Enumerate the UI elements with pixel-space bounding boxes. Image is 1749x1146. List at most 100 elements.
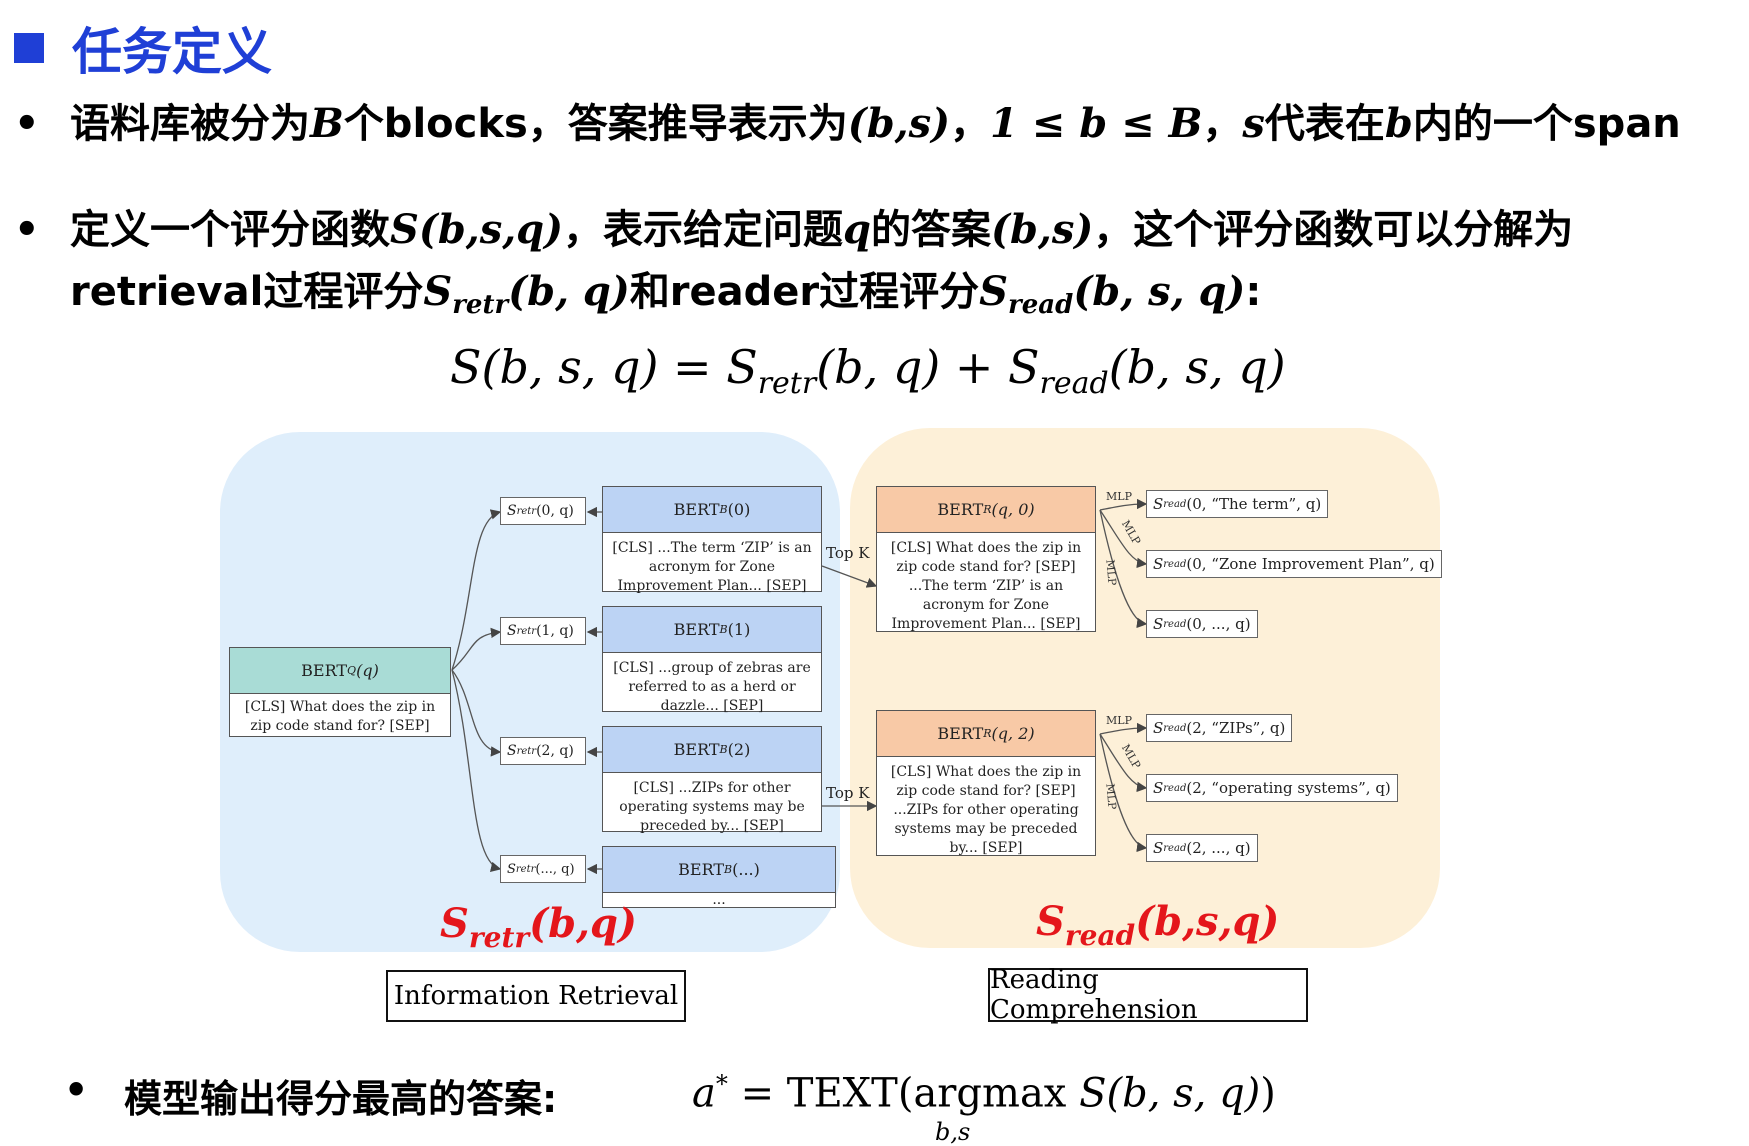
formula-superscript: * <box>715 1070 728 1098</box>
math-segment: s <box>1242 100 1265 147</box>
math-segment: S(b,s,q) <box>390 206 564 253</box>
math-subscript: read <box>1008 290 1074 320</box>
box-head-text: BERT <box>673 500 720 519</box>
red-subscript: retr <box>468 921 530 954</box>
box-head-text: BERT <box>301 661 348 680</box>
box-head-text: BERT <box>937 724 984 743</box>
connector-q-2 <box>451 669 502 757</box>
text-segment: 和reader过程评分 <box>629 269 980 315</box>
score-args: (2, “ZIPs”, q) <box>1186 719 1286 737</box>
formula-segment: ) <box>1260 1070 1276 1117</box>
math-segment: S <box>979 268 1009 315</box>
score-args: (0, q) <box>536 503 574 519</box>
red-args: (b,s,q) <box>1135 898 1280 945</box>
text-segment: : <box>1245 269 1262 315</box>
text-segment: retrieval过程评分 <box>70 269 424 315</box>
box-head-args: (...) <box>732 860 760 879</box>
score-S: S <box>507 861 516 877</box>
score-subscript: read <box>1163 618 1187 630</box>
bert-b-body-3: ... <box>712 892 726 908</box>
text-segment: 的答案 <box>871 207 992 253</box>
box-head-subscript: B <box>719 503 728 516</box>
math-segment: (b, s, q) <box>1073 268 1246 315</box>
formula-segment: S(b, s, q) <box>1079 1070 1261 1117</box>
argmax-subscript: b,s <box>935 1118 971 1146</box>
score-subscript: retr <box>516 745 537 757</box>
connector-r0-0 <box>1099 498 1148 511</box>
box-head-subscript: B <box>724 863 733 876</box>
mlp-label: MLP <box>1106 714 1132 727</box>
connector-r2-2 <box>1099 733 1148 853</box>
information-retrieval-caption: Information Retrieval <box>386 970 686 1022</box>
score-subscript: retr <box>516 625 537 637</box>
box-head-args: (1) <box>727 620 751 639</box>
formula-segment: (b, s, q) <box>1108 340 1286 394</box>
box-head-subscript: B <box>719 743 728 756</box>
math-segment: (b, q) <box>508 268 630 315</box>
slide-title: 任务定义 <box>14 8 272 88</box>
score-args: (2, ..., q) <box>1186 839 1251 857</box>
text-segment: 内的一个span <box>1412 101 1681 147</box>
formula-segment: S <box>1008 340 1040 394</box>
topk-label-2: Top K <box>826 784 870 802</box>
text-segment: 代表在 <box>1264 101 1385 147</box>
math-segment: S <box>423 268 453 315</box>
text-segment: ， <box>1202 101 1243 147</box>
final-bullet-text: 模型输出得分最高的答案: <box>124 1077 558 1121</box>
score-S: S <box>507 503 517 519</box>
box-head-args: (q) <box>356 661 379 680</box>
title-square-icon <box>14 33 44 63</box>
reading-comprehension-caption: Reading Comprehension <box>988 965 1308 1025</box>
box-head-subscript: R <box>983 503 992 516</box>
bullet-2-line-2-text: retrieval过程评分Sretr(b, q)和reader过程评分Sread… <box>70 262 1261 335</box>
text-segment: 语料库被分为 <box>70 101 310 147</box>
score-subscript: read <box>1163 558 1187 570</box>
connector-r2-1 <box>1099 733 1148 793</box>
score-args: (0, “The term”, q) <box>1186 495 1322 513</box>
score-S: S <box>507 743 517 759</box>
connector-q-3 <box>451 669 502 872</box>
argmax-formula: a* = TEXT(argmax S(b, s, q)) <box>692 1070 1276 1116</box>
connector-q-1 <box>451 627 502 671</box>
box-head-text: BERT <box>678 860 725 879</box>
connector-r2-0 <box>1099 722 1148 735</box>
text-segment: 个blocks，答案推导表示为 <box>343 101 848 147</box>
bullet-dot-icon: • <box>14 207 40 253</box>
formula-subscript: read <box>1039 366 1109 401</box>
score-args: (0, ..., q) <box>1186 615 1251 633</box>
mlp-label: MLP <box>1106 490 1132 503</box>
text-segment: 定义一个评分函数 <box>70 207 390 253</box>
formula-segment: = TEXT(argmax <box>727 1070 1080 1117</box>
box-head-text: BERT <box>673 620 720 639</box>
score-decomposition-formula: S(b, s, q) = Sretr(b, q) + Sread(b, s, q… <box>450 340 1286 401</box>
bullet-dot-icon: • <box>14 101 40 147</box>
text-segment: ， <box>950 101 991 147</box>
box-head-subscript: R <box>983 727 992 740</box>
text-segment: ，这个评分函数可以分解为 <box>1093 207 1574 253</box>
formula-subscript: retr <box>757 366 817 401</box>
math-segment: b <box>1384 100 1413 147</box>
score-args: (2, q) <box>536 743 574 759</box>
bullet-1-text: 语料库被分为B个blocks，答案推导表示为(b,s)，1 ≤ b ≤ B，s代… <box>70 94 1681 154</box>
